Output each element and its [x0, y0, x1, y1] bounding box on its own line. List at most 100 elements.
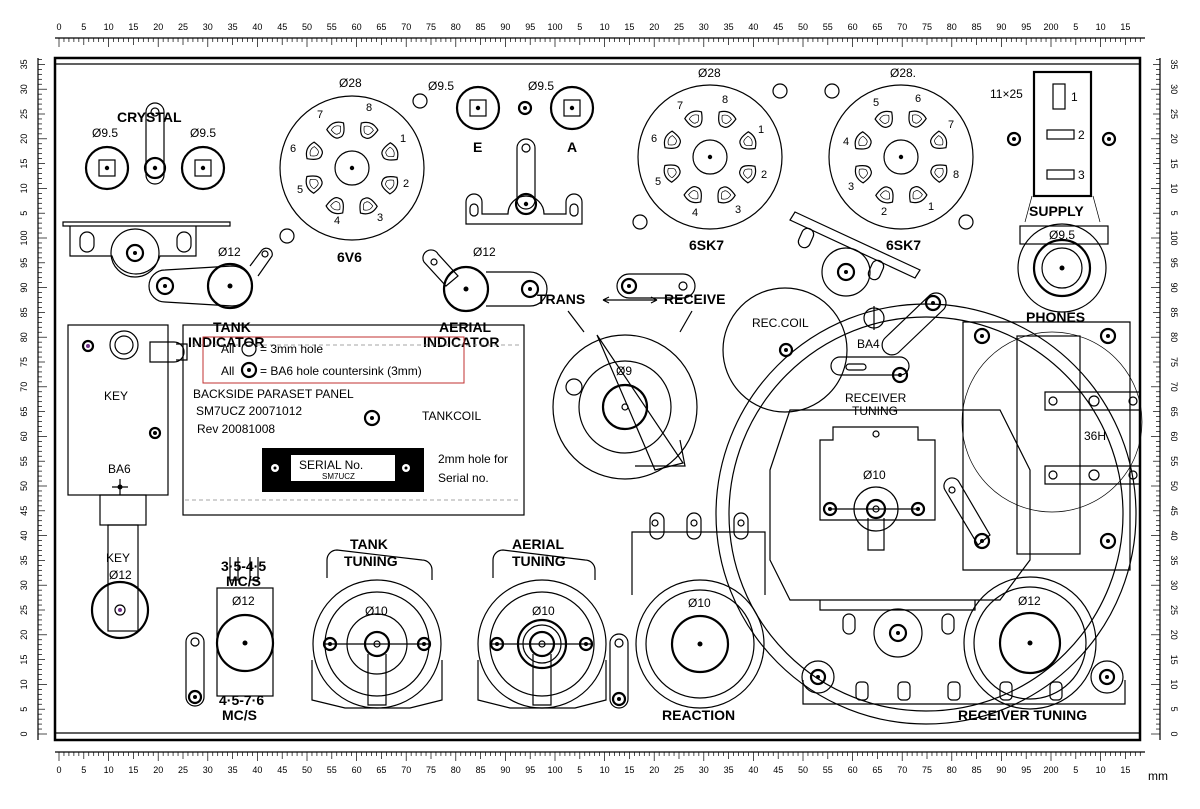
ruler-label: 55 [19, 456, 29, 466]
tank-indicator-label: INDICATOR [188, 334, 264, 350]
socket-pin [362, 201, 374, 211]
ruler-label: 20 [1169, 134, 1179, 144]
ruler-label: 35 [724, 765, 734, 775]
band-label: MC/S [222, 707, 257, 723]
dia-label: Ø10 [863, 468, 886, 482]
ruler-label: 5 [577, 765, 582, 775]
ruler-label: 95 [525, 22, 535, 32]
ruler-label: 95 [525, 765, 535, 775]
trans-receive-switch: TRANS RECEIVE Ø9 [537, 273, 725, 480]
ruler-label: 80 [451, 765, 461, 775]
supply-label: SUPPLY [1029, 203, 1084, 219]
band-label: 3·5-4·5 [221, 558, 266, 574]
ruler-label: 55 [327, 765, 337, 775]
rev-line: Rev 20081008 [197, 422, 275, 436]
socket-pin [739, 131, 757, 150]
legend-hole: = 3mm hole [260, 342, 323, 356]
socket-pin [683, 186, 702, 204]
dia-label: Ø9 [616, 364, 632, 378]
ruler-label: 65 [376, 22, 386, 32]
ruler-label: 25 [674, 22, 684, 32]
reaction-dial: Ø10 REACTION [631, 512, 766, 723]
ruler-label: 200 [1043, 22, 1058, 32]
supply-switch: 11×25 1 2 3 SUPPLY [990, 70, 1117, 223]
receiver-tuning-label: RECEIVER [845, 391, 907, 405]
ruler-label: 80 [1169, 332, 1179, 342]
socket-pin [854, 165, 872, 184]
switch-position: 1 [1071, 90, 1078, 104]
bracket-slot [999, 681, 1013, 701]
ruler-label: 15 [1120, 22, 1130, 32]
ruler-label: 25 [1169, 605, 1179, 615]
ruler-label: 85 [476, 22, 486, 32]
socket-pin [663, 130, 681, 149]
key-label: KEY [104, 389, 128, 403]
ruler-label: 30 [1169, 580, 1179, 590]
pin-number: 7 [317, 109, 323, 121]
bracket-slot [947, 681, 961, 701]
ruler-label: 30 [699, 765, 709, 775]
ruler-label: 80 [19, 332, 29, 342]
ruler-label: 15 [1169, 159, 1179, 169]
ruler-label: 50 [302, 765, 312, 775]
ruler-label: 5 [1073, 765, 1078, 775]
reaction-label: REACTION [662, 707, 735, 723]
ruler-label: 35 [228, 22, 238, 32]
ruler-label: 70 [897, 765, 907, 775]
ruler-label: 10 [104, 765, 114, 775]
aerial-indicator-label: AERIAL [439, 319, 492, 335]
units-label: mm [1148, 769, 1168, 783]
legend-all: All [221, 342, 234, 356]
socket-pin [359, 197, 378, 215]
pin-number: 2 [403, 178, 409, 190]
key-jack: KEY BA6 KEY Ø12 [67, 324, 188, 640]
ruler-label: 10 [1096, 765, 1106, 775]
switch-position: 3 [1078, 168, 1085, 182]
aerial-tuning-dial: AERIAL TUNING Ø10 [477, 536, 629, 709]
pin-number: 6 [651, 133, 657, 145]
socket-pin [385, 179, 395, 190]
ruler-label: 90 [996, 22, 1006, 32]
pin-number: 8 [366, 102, 372, 114]
dia-label: Ø10 [532, 604, 555, 618]
ruler-label: 55 [823, 22, 833, 32]
socket-pin [720, 190, 732, 200]
crystal-label: CRYSTAL [117, 109, 182, 125]
ruler-label: 5 [577, 22, 582, 32]
socket-pin [930, 164, 948, 183]
choke-label: 36H [1084, 429, 1106, 443]
ruler-label: 90 [19, 283, 29, 293]
ba6-label: BA6 [108, 462, 131, 476]
ruler-label: 35 [19, 555, 29, 565]
ruler-label: 65 [19, 407, 29, 417]
ruler-label: 40 [748, 765, 758, 775]
legend-all: All [221, 364, 234, 378]
socket-pin [663, 164, 681, 183]
ruler-label: 35 [1169, 555, 1179, 565]
ruler-label: 25 [674, 765, 684, 775]
socket-pin [305, 175, 323, 194]
ruler-label: 50 [798, 765, 808, 775]
socket-pin [875, 186, 894, 204]
ruler-label: 200 [1043, 765, 1058, 775]
dia-label: Ø12 [109, 568, 132, 582]
ruler-label: 5 [1169, 211, 1179, 216]
socket-pin [309, 146, 319, 157]
tube-6sk7-right: Ø28. 6SK7 5 6 7 8 1 2 3 4 [828, 66, 974, 253]
receiver-tuning-label: TUNING [852, 404, 898, 418]
socket-pin [360, 121, 379, 139]
ruler-label: 90 [996, 765, 1006, 775]
ruler-label: 50 [798, 22, 808, 32]
dia-label: Ø28 [698, 66, 721, 80]
bracket-holes [797, 227, 885, 281]
pin-number: 1 [928, 201, 934, 213]
ruler-label: 60 [1169, 431, 1179, 441]
socket-pin [330, 201, 341, 211]
dia-label: Ø28 [339, 76, 362, 90]
ruler-label: 90 [500, 22, 510, 32]
receiver-tuning-knob: Ø12 RECEIVER TUNING [801, 576, 1126, 723]
tube-label: 6SK7 [886, 237, 921, 253]
ruler-label: 25 [178, 22, 188, 32]
ruler-label: 65 [376, 765, 386, 775]
